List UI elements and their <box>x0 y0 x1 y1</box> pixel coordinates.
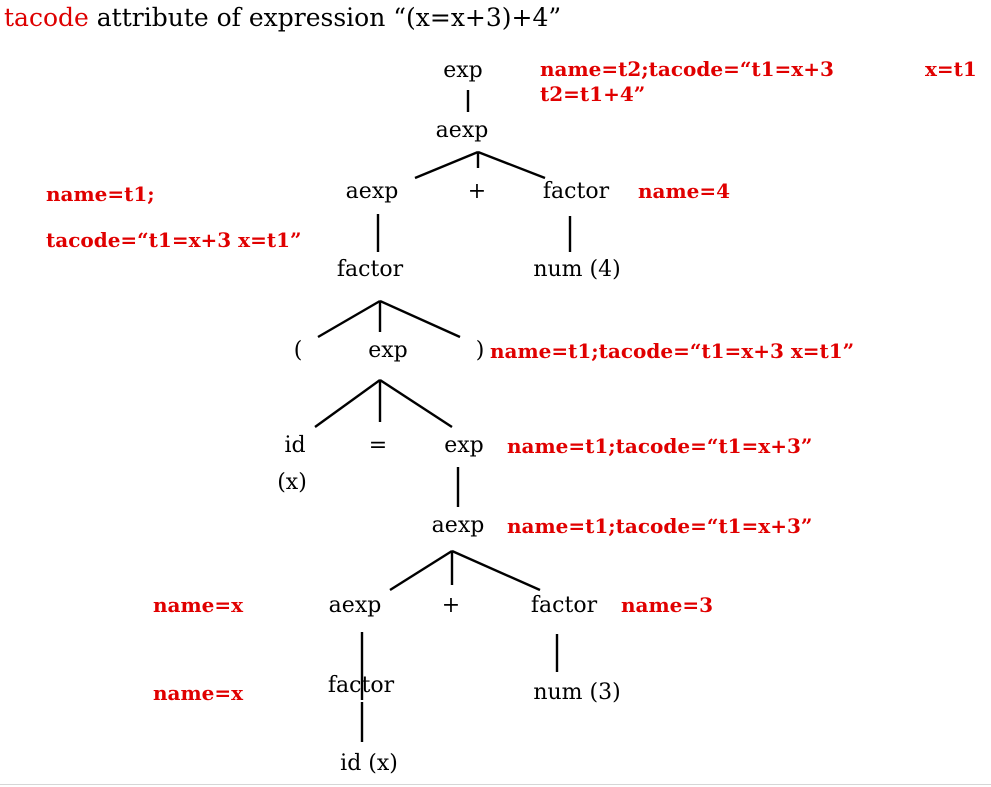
node-equals: = <box>368 433 388 458</box>
node-plus-top: + <box>467 179 487 204</box>
edge-factor-rparen <box>379 299 461 339</box>
node-factor-low: factor <box>530 593 598 618</box>
bottom-rule <box>0 784 991 785</box>
edge-aexp-aexp <box>414 150 479 180</box>
node-num3: num (3) <box>533 680 621 705</box>
node-factor-mid: factor <box>336 257 404 282</box>
node-factor-leaf: factor <box>327 673 395 698</box>
node-factor-top: factor <box>542 179 610 204</box>
node-exp-mid: exp <box>368 338 408 363</box>
edge-exp-exp <box>379 378 453 429</box>
edge-aexp-aexp-low <box>389 549 453 592</box>
annotation-paren: name=t1;tacode=“t1=x+3 x=t1” <box>490 339 855 363</box>
node-id-x-leaf: id (x) <box>340 751 398 776</box>
node-aexp-low: aexp <box>328 593 382 618</box>
node-exp-root: exp <box>443 58 483 83</box>
annotation-factor-leaf: name=x <box>153 681 244 705</box>
node-exp-inner: exp <box>444 433 484 458</box>
page-title: tacode attribute of expression “(x=x+3)+… <box>4 2 561 34</box>
annotation-left-tacode: tacode=“t1=x+3 x=t1” <box>46 228 302 252</box>
edge-exp-id <box>314 379 381 428</box>
annotation-exp-inner: name=t1;tacode=“t1=x+3” <box>507 434 813 458</box>
node-num4: num (4) <box>533 257 621 282</box>
title-rest: attribute of expression “(x=x+3)+4” <box>88 3 562 32</box>
annotation-root-line1: name=t2;tacode=“t1=x+3 <box>540 57 834 81</box>
annotation-aexp-low: name=x <box>153 593 244 617</box>
edge-aexp-factor-low <box>451 549 541 592</box>
edge-factor-lparen <box>317 299 381 339</box>
node-lparen: ( <box>293 338 303 363</box>
node-id: id <box>284 433 306 458</box>
edge-aexp-factor <box>477 150 546 180</box>
node-id-value: (x) <box>277 470 307 495</box>
annotation-factor4: name=4 <box>638 179 731 203</box>
node-plus-low: + <box>441 593 461 618</box>
annotation-factor-low: name=3 <box>621 593 714 617</box>
annotation-root-line2: t2=t1+4” <box>540 82 646 106</box>
annotation-left-name: name=t1; <box>46 182 155 206</box>
node-aexp-root: aexp <box>435 118 489 143</box>
title-keyword: tacode <box>4 3 89 32</box>
annotation-root-xt1: x=t1 <box>925 57 977 81</box>
node-aexp-left: aexp <box>345 179 399 204</box>
node-rparen: ) <box>475 338 485 363</box>
node-aexp-inner: aexp <box>431 513 485 538</box>
annotation-aexp-inner: name=t1;tacode=“t1=x+3” <box>507 514 813 538</box>
